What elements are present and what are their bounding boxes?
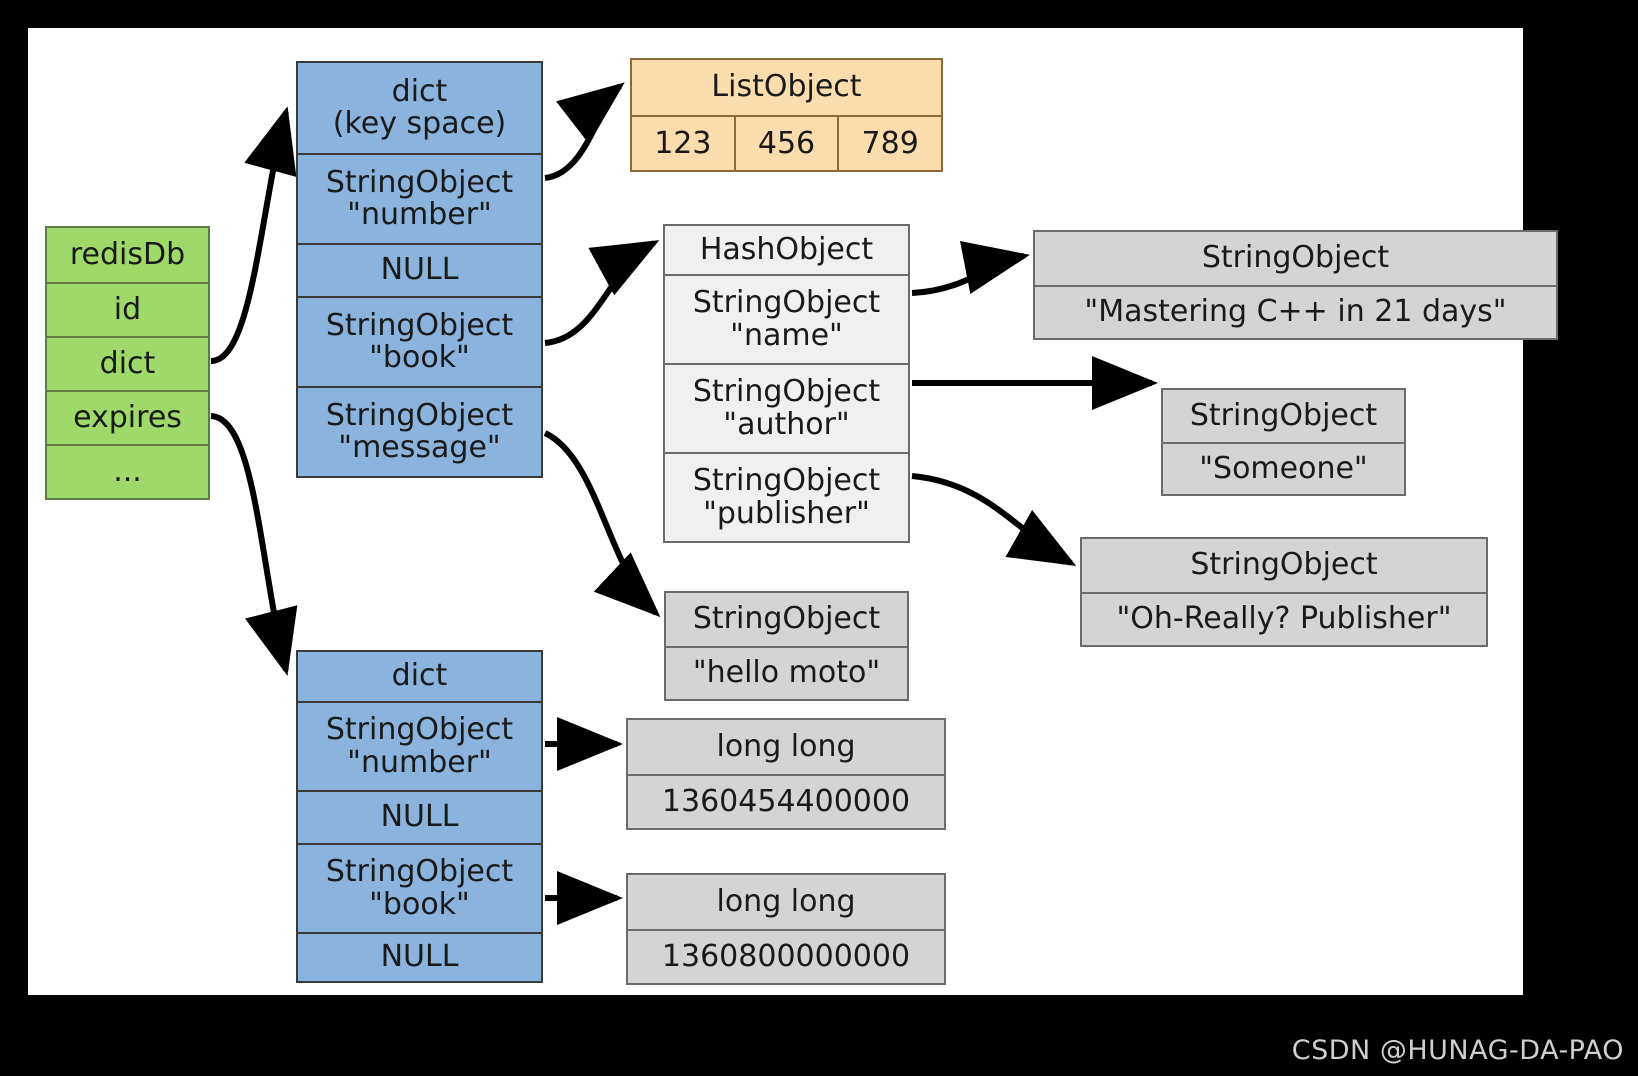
expires-row-null-2: NULL	[298, 932, 541, 981]
redisdb-row-title: redisDb	[47, 228, 208, 282]
arrow-name-to-mastering	[911, 240, 1030, 296]
arrow-message-to-hello	[543, 430, 661, 618]
listobject-value-1: 456	[733, 117, 838, 170]
redisdb-row-ellipsis: ...	[47, 444, 208, 498]
hashobject-row-publisher: StringObject "publisher"	[665, 452, 908, 541]
arrow-publisher-to-ohreally	[911, 473, 1077, 566]
stringobject-hello-node: StringObject "hello moto"	[664, 591, 909, 701]
longlong-number-node: long long 1360454400000	[626, 718, 946, 830]
watermark-text: CSDN @HUNAG-DA-PAO	[1291, 1035, 1624, 1066]
longlong-number-value: 1360454400000	[628, 774, 944, 828]
hashobject-row-author: StringObject "author"	[665, 363, 908, 452]
expires-row-number: StringObject "number"	[298, 701, 541, 790]
redisdb-row-id: id	[47, 282, 208, 336]
stringobject-mastering-node: StringObject "Mastering C++ in 21 days"	[1033, 230, 1558, 340]
hashobject-row-name: StringObject "name"	[665, 274, 908, 363]
keyspace-row-number: StringObject "number"	[298, 153, 541, 243]
longlong-book-header: long long	[628, 875, 944, 929]
listobject-node: ListObject 123 456 789	[630, 58, 943, 172]
listobject-header: ListObject	[632, 60, 941, 115]
hashobject-node: HashObject StringObject "name" StringObj…	[663, 224, 910, 543]
longlong-number-header: long long	[628, 720, 944, 774]
expires-row-null-1: NULL	[298, 790, 541, 843]
redisdb-row-dict: dict	[47, 336, 208, 390]
stringobject-mastering-header: StringObject	[1035, 232, 1556, 285]
stringobject-someone-value: "Someone"	[1163, 442, 1404, 494]
keyspace-row-null: NULL	[298, 243, 541, 296]
stringobject-hello-value: "hello moto"	[666, 646, 907, 699]
diagram-canvas: redisDb id dict expires ... dict (key sp…	[28, 28, 1558, 995]
stringobject-publisher-header: StringObject	[1082, 539, 1486, 592]
keyspace-row-message: StringObject "message"	[298, 386, 541, 476]
expires-row-book: StringObject "book"	[298, 843, 541, 932]
listobject-value-0: 123	[632, 117, 734, 170]
expires-dict-node: dict StringObject "number" NULL StringOb…	[296, 650, 543, 983]
listobject-values-row: 123 456 789	[632, 115, 942, 170]
stringobject-someone-node: StringObject "Someone"	[1161, 388, 1406, 496]
stringobject-mastering-value: "Mastering C++ in 21 days"	[1035, 285, 1556, 338]
stringobject-hello-header: StringObject	[666, 593, 907, 646]
redisdb-node: redisDb id dict expires ...	[45, 226, 210, 500]
longlong-book-node: long long 1360800000000	[626, 873, 946, 985]
stringobject-publisher-node: StringObject "Oh-Really? Publisher"	[1080, 537, 1488, 647]
arrow-book-to-hashobject	[544, 240, 660, 346]
keyspace-row-book: StringObject "book"	[298, 296, 541, 386]
hashobject-header: HashObject	[665, 226, 908, 274]
arrow-dict-to-keyspace	[210, 106, 297, 364]
stringobject-someone-header: StringObject	[1163, 390, 1404, 442]
redisdb-row-expires: expires	[47, 390, 208, 444]
arrow-number-to-listobject	[544, 82, 625, 181]
arrow-expires-to-dict	[210, 413, 298, 676]
keyspace-dict-node: dict (key space) StringObject "number" N…	[296, 61, 543, 478]
keyspace-row-header: dict (key space)	[298, 63, 541, 153]
listobject-value-2: 789	[837, 117, 942, 170]
longlong-book-value: 1360800000000	[628, 929, 944, 983]
stringobject-publisher-value: "Oh-Really? Publisher"	[1082, 592, 1486, 645]
expires-row-header: dict	[298, 652, 541, 701]
